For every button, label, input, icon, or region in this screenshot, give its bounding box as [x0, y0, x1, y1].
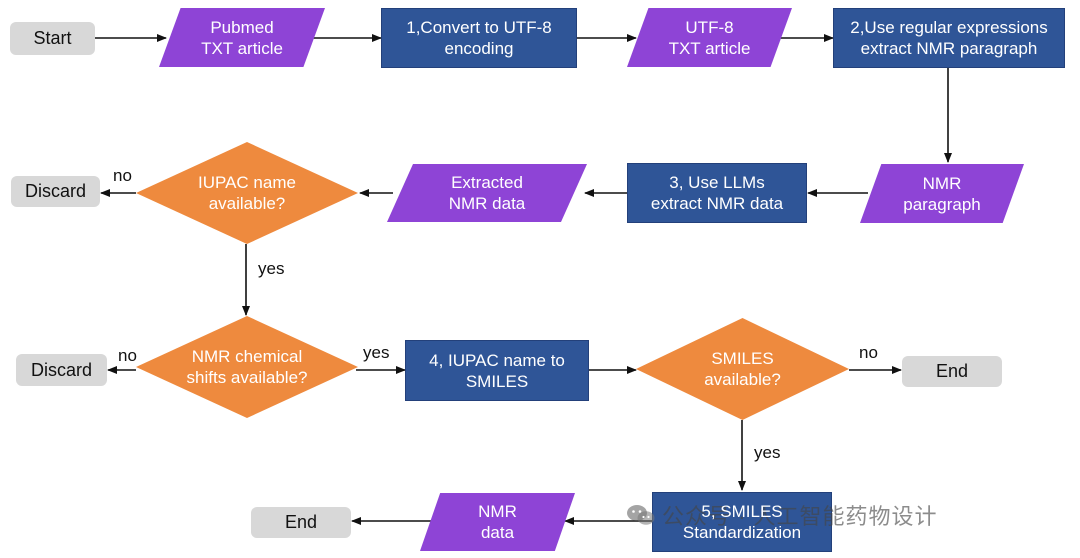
nmr-shifts-decision-label: NMR chemical shifts available?: [186, 347, 308, 387]
pubmed-txt-article-label: Pubmed TXT article: [201, 17, 283, 58]
smiles-standardization-label: 5, SMILES Standardization: [682, 502, 802, 542]
utf8-txt-article-label: UTF-8 TXT article: [668, 17, 751, 58]
end-label-2: End: [284, 512, 318, 532]
start-label: Start: [33, 28, 72, 48]
llm-extract-step: 3, Use LLMs extract NMR data: [627, 163, 807, 223]
extracted-nmr-data-node: Extracted NMR data: [387, 164, 587, 222]
nmr-paragraph-node: NMR paragraph: [860, 164, 1024, 223]
pubmed-txt-article-node: Pubmed TXT article: [159, 8, 325, 67]
regex-extract-step: 2,Use regular expressions extract NMR pa…: [833, 8, 1065, 68]
watermark: 公众号 · 人工智能药物设计: [626, 498, 938, 532]
iupac-name-decision: IUPAC name available?: [136, 142, 358, 244]
nmr-data-label: NMR data: [478, 502, 517, 542]
wechat-logo-icon: [627, 505, 655, 525]
watermark-text: 公众号 · 人工智能药物设计: [662, 504, 938, 529]
nmr-data-node: NMR data: [420, 493, 575, 551]
end-label-1: End: [935, 361, 969, 381]
discard-node-1: Discard: [11, 176, 100, 207]
end-node-2: End: [251, 507, 351, 538]
discard-node-2: Discard: [16, 354, 107, 386]
convert-utf8-step: 1,Convert to UTF-8 encoding: [381, 8, 577, 68]
smiles-standardization-step: 5, SMILES Standardization: [652, 492, 832, 552]
utf8-txt-article-node: UTF-8 TXT article: [627, 8, 792, 67]
smiles-available-decision-label: SMILES available?: [704, 349, 781, 389]
discard-label-1: Discard: [24, 181, 86, 201]
regex-extract-label: 2,Use regular expressions extract NMR pa…: [850, 18, 1048, 58]
shifts-yes-label: yes: [363, 343, 390, 362]
smiles-available-decision: SMILES available?: [636, 318, 849, 420]
end-node-1: End: [902, 356, 1002, 387]
nmr-shifts-decision: NMR chemical shifts available?: [136, 316, 358, 418]
smiles-yes-label: yes: [754, 443, 781, 462]
nmr-paragraph-label: NMR paragraph: [903, 173, 981, 214]
shifts-no-label: no: [118, 346, 137, 365]
iupac-to-smiles-step: 4, IUPAC name to SMILES: [405, 340, 589, 401]
discard-label-2: Discard: [30, 359, 92, 380]
iupac-no-label: no: [113, 166, 132, 185]
extracted-nmr-data-label: Extracted NMR data: [448, 173, 526, 213]
start-node: Start: [10, 22, 95, 55]
smiles-no-label: no: [859, 343, 878, 362]
convert-utf8-label: 1,Convert to UTF-8 encoding: [406, 18, 552, 58]
llm-extract-label: 3, Use LLMs extract NMR data: [650, 173, 784, 213]
iupac-name-decision-label: IUPAC name available?: [198, 173, 296, 213]
iupac-yes-label: yes: [258, 259, 285, 278]
iupac-to-smiles-label: 4, IUPAC name to SMILES: [429, 350, 565, 391]
